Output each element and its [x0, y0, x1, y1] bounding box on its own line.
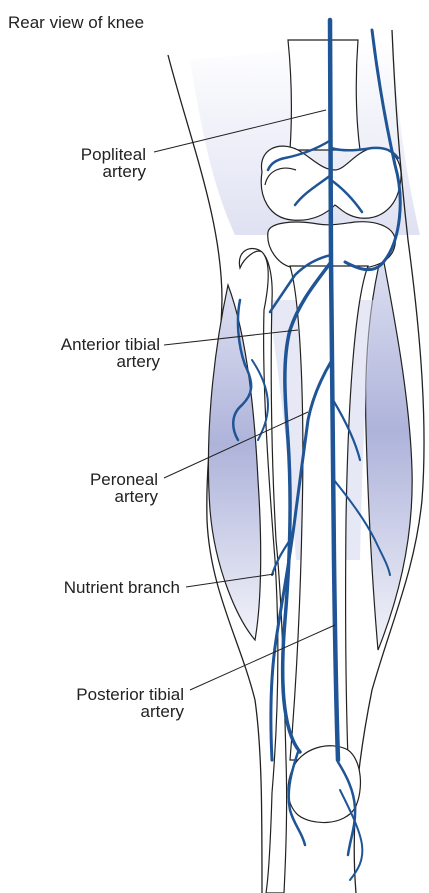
- diagram-title: Rear view of knee: [8, 13, 144, 32]
- femur: [288, 40, 360, 150]
- label-anterior-tibial: Anterior tibial artery: [61, 330, 298, 371]
- label-popliteal-line2: artery: [103, 162, 147, 181]
- calf-left-muscle: [208, 285, 260, 640]
- label-anterior-tibial-line2: artery: [117, 352, 161, 371]
- label-peroneal: Peroneal artery: [90, 412, 308, 506]
- label-peroneal-line2: artery: [115, 487, 159, 506]
- label-nutrient-branch-line1: Nutrient branch: [64, 578, 180, 597]
- label-posterior-tibial-line2: artery: [141, 702, 185, 721]
